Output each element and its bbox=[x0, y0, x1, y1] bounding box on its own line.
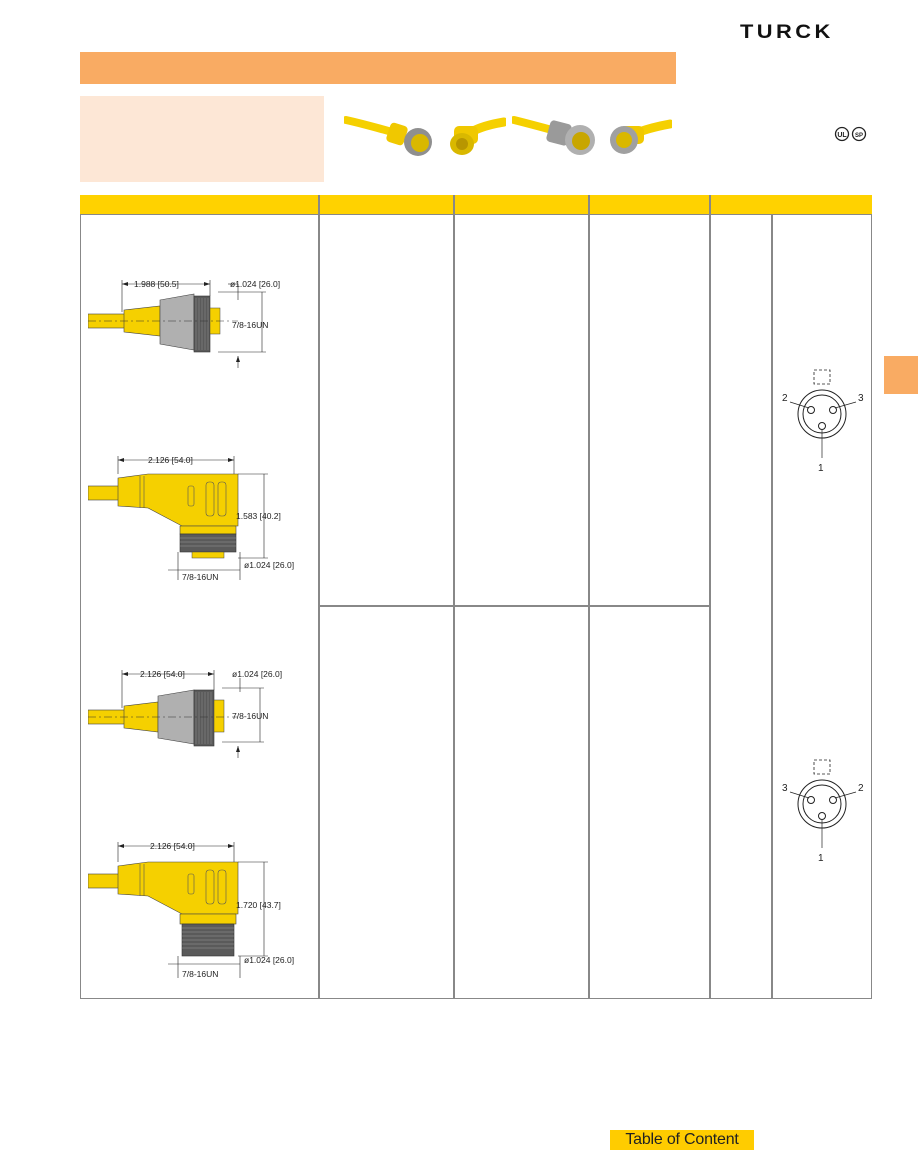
product-photo-straight-male bbox=[512, 116, 595, 155]
certification-marks: UL SP bbox=[834, 126, 867, 142]
pinout-1-bottom-pin: 1 bbox=[818, 463, 824, 474]
title-bar bbox=[80, 52, 676, 84]
pinout-2-left-pin: 3 bbox=[782, 783, 788, 794]
drawing-2-length-label: 2.126 [54.0] bbox=[148, 455, 193, 465]
logo-text: TURCK bbox=[740, 22, 834, 43]
product-photo-angled-female bbox=[450, 117, 506, 155]
ul-mark-icon bbox=[834, 126, 850, 142]
dimension-drawing-angled-female: 2.126 [54.0] 1.583 [40.2] ø1.024 [26.0] … bbox=[88, 455, 294, 582]
drawing-4-height-label: 1.720 [43.7] bbox=[236, 900, 281, 910]
column-divider bbox=[453, 195, 455, 999]
row-divider bbox=[318, 605, 710, 607]
product-photo-straight-female bbox=[344, 116, 432, 156]
drawing-4-thread-label: 7/8-16UN bbox=[182, 969, 218, 979]
column-divider bbox=[771, 215, 773, 999]
drawing-2-height-label: 1.583 [40.2] bbox=[236, 511, 281, 521]
turck-logo: TURCK bbox=[740, 23, 874, 42]
drawing-1-thread-label: 7/8-16UN bbox=[232, 320, 268, 330]
pinout-1-right-pin: 3 bbox=[858, 393, 864, 404]
drawing-4-length-label: 2.126 [54.0] bbox=[150, 841, 195, 851]
dimension-drawing-straight-male: 2.126 [54.0] ø1.024 [26.0] 7/8-16UN bbox=[88, 669, 282, 758]
drawing-3-diameter-label: ø1.024 [26.0] bbox=[232, 669, 282, 679]
dimension-drawing-angled-male: 2.126 [54.0] 1.720 [43.7] ø1.024 [26.0] … bbox=[88, 841, 294, 979]
drawing-4-diameter-label: ø1.024 [26.0] bbox=[244, 955, 294, 965]
pinout-diagram-female: 2 3 1 bbox=[782, 369, 864, 474]
pinout-2-right-pin: 2 bbox=[858, 783, 864, 794]
table-header-row bbox=[80, 195, 872, 215]
description-box bbox=[80, 96, 324, 182]
column-divider bbox=[588, 195, 590, 999]
svg-text:SP: SP bbox=[855, 133, 863, 139]
drawing-1-length-label: 1.988 [50.5] bbox=[134, 279, 179, 289]
pinout-2-bottom-pin: 1 bbox=[818, 853, 824, 864]
product-photo-angled-male bbox=[610, 119, 672, 154]
pinout-diagram-male: 3 2 1 bbox=[782, 759, 864, 864]
drawing-2-thread-label: 7/8-16UN bbox=[182, 572, 218, 582]
pinout-1-left-pin: 2 bbox=[782, 393, 788, 404]
drawing-2-diameter-label: ø1.024 [26.0] bbox=[244, 560, 294, 570]
column-divider bbox=[318, 195, 320, 999]
table-of-content-link[interactable]: Table of Content bbox=[610, 1130, 754, 1150]
drawing-3-length-label: 2.126 [54.0] bbox=[140, 669, 185, 679]
csa-mark-icon bbox=[851, 126, 867, 142]
drawing-1-diameter-label: ø1.024 [26.0] bbox=[230, 279, 280, 289]
drawing-3-thread-label: 7/8-16UN bbox=[232, 711, 268, 721]
column-divider bbox=[709, 195, 711, 999]
section-tab bbox=[884, 356, 918, 394]
svg-text:UL: UL bbox=[837, 132, 847, 139]
dimension-drawing-straight-female: 1.988 [50.5] ø1.024 [26.0] 7/8-16UN bbox=[88, 279, 280, 368]
